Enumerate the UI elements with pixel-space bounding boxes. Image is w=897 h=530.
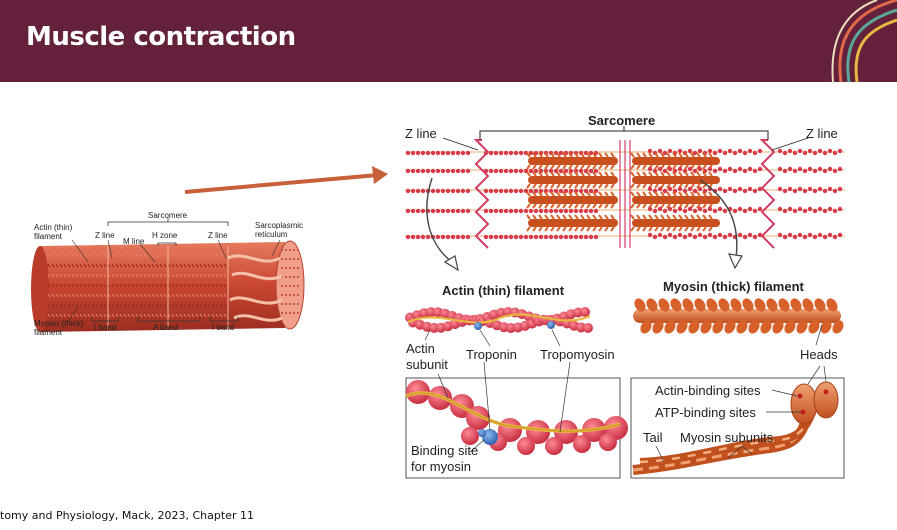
actin-subunit-label: Actin subunit xyxy=(406,341,448,372)
actin-detail-box xyxy=(405,361,628,479)
big-sarcomere-label: Sarcomere xyxy=(588,113,656,128)
myosin-detail-box xyxy=(630,365,845,479)
big-z-line-right-label: Z line xyxy=(806,126,838,141)
small-actin-label: Actin (thin) filament xyxy=(34,223,73,241)
small-sarcomere-label: Sarcomere xyxy=(148,211,188,220)
small-i-band-right-label: I band xyxy=(212,323,235,332)
small-sr-label: Sarcoplasmic reticulum xyxy=(255,221,304,239)
myosin-subunits-label: Myosin subunits xyxy=(680,430,774,445)
actin-heading: Actin (thin) filament xyxy=(442,283,565,298)
small-a-band-label: A band xyxy=(153,323,178,332)
small-m-line-label: M line xyxy=(123,237,145,246)
atp-binding-sites-label: ATP-binding sites xyxy=(655,405,756,420)
small-i-band-left-label: I band xyxy=(94,323,117,332)
tropomyosin-label: Tropomyosin xyxy=(540,347,615,362)
pointer-arrow xyxy=(184,166,388,194)
troponin-label: Troponin xyxy=(466,347,517,362)
source-caption: tomy and Physiology, Mack, 2023, Chapter… xyxy=(0,509,254,522)
sarcomere-diagram xyxy=(405,126,845,272)
big-z-line-left-label: Z line xyxy=(405,126,437,141)
small-z-line-right-label: Z line xyxy=(208,231,228,240)
binding-site-label: Binding site for myosin xyxy=(411,443,479,474)
heads-label: Heads xyxy=(800,347,838,362)
corner-decoration-icon xyxy=(831,0,897,82)
myosin-heading: Myosin (thick) filament xyxy=(663,279,804,294)
actin-filament-strand xyxy=(405,307,593,347)
small-z-line-left-label: Z line xyxy=(95,231,115,240)
small-h-zone-label: H zone xyxy=(152,231,178,240)
actin-binding-sites-label: Actin-binding sites xyxy=(655,383,761,398)
slide-header xyxy=(0,0,897,82)
small-myosin-label: Myosin (thick) filament xyxy=(34,319,84,337)
slide-title: Muscle contraction xyxy=(26,22,296,52)
muscle-fiber-diagram xyxy=(31,218,305,332)
tail-label: Tail xyxy=(643,430,663,445)
myosin-filament-strand xyxy=(633,298,844,346)
